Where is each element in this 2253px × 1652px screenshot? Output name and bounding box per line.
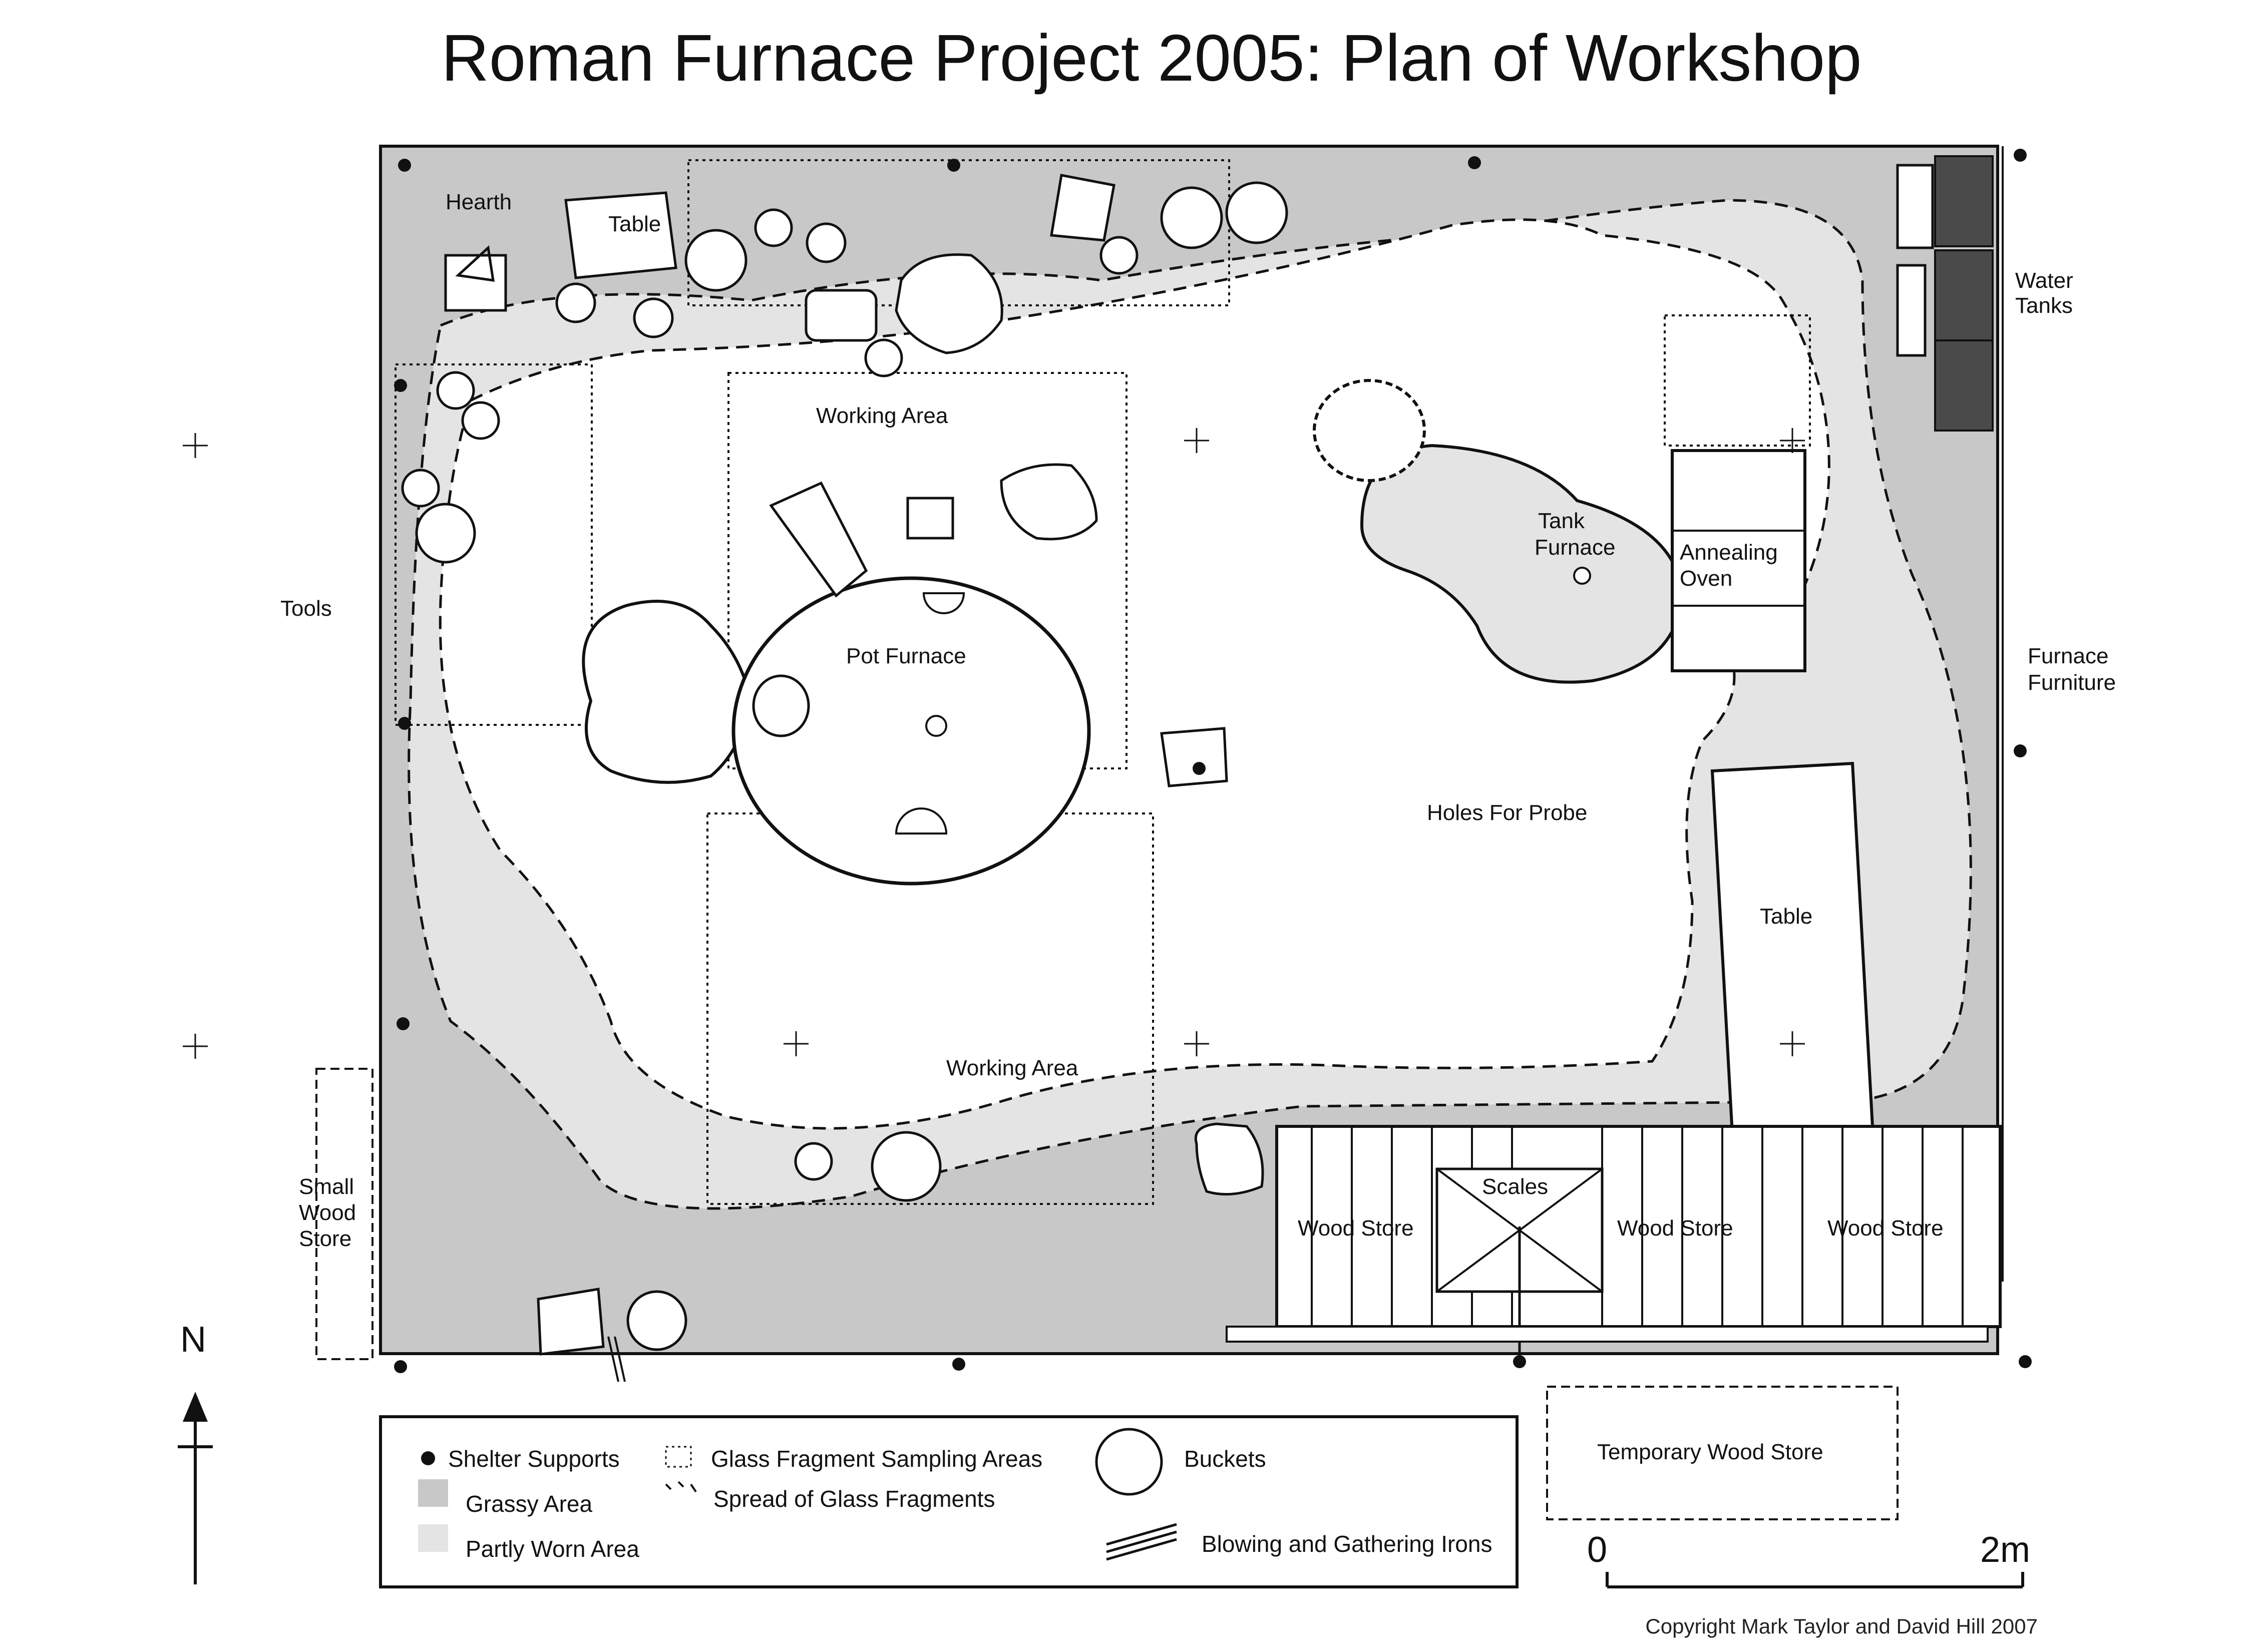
label-small-wood-store-3: Store xyxy=(299,1226,351,1251)
water-tanks xyxy=(1934,155,1994,432)
legend-buckets: Buckets xyxy=(1184,1446,1266,1472)
hearth-marker xyxy=(455,245,495,282)
label-table-right: Table xyxy=(1760,904,1812,929)
scale-bar: 0 2m xyxy=(1587,1530,2030,1588)
label-tools: Tools xyxy=(280,596,332,621)
label-wood-store-3: Wood Store xyxy=(1827,1216,1944,1241)
label-working-area-north: Working Area xyxy=(816,403,948,428)
label-water-tanks-2: Tanks xyxy=(2015,293,2073,318)
survey-crosses xyxy=(183,428,1805,1059)
label-tank-furnace-1: Tank xyxy=(1538,509,1585,533)
label-annealing-oven-2: Oven xyxy=(1680,566,1732,591)
table-right xyxy=(1710,761,1874,1136)
legend-partly-worn-area: Partly Worn Area xyxy=(466,1536,639,1562)
temporary-wood-store-outline xyxy=(1546,1386,1899,1520)
legend-irons: Blowing and Gathering Irons xyxy=(1202,1531,1492,1557)
annealing-oven xyxy=(1671,449,1806,672)
label-scales: Scales xyxy=(1482,1174,1548,1199)
label-wood-store-2: Wood Store xyxy=(1617,1216,1733,1241)
label-pot-furnace: Pot Furnace xyxy=(846,644,966,668)
label-working-area-south: Working Area xyxy=(946,1056,1078,1080)
tank-furnace xyxy=(1313,379,1684,684)
label-table-top: Table xyxy=(608,212,661,236)
scale-start: 0 xyxy=(1587,1530,1607,1570)
label-furnace-furniture-1: Furnace xyxy=(2028,644,2108,668)
small-wood-store-outline xyxy=(315,1068,373,1360)
bucket-group xyxy=(401,181,1288,1351)
label-holes-for-probe: Holes For Probe xyxy=(1427,800,1587,825)
table-top xyxy=(564,191,677,279)
legend-glass-sampling: Glass Fragment Sampling Areas xyxy=(711,1446,1042,1472)
label-wood-store-1: Wood Store xyxy=(1298,1216,1414,1241)
label-water-tanks-1: Water xyxy=(2015,268,2073,293)
hearth xyxy=(444,254,507,312)
legend-grassy-area: Grassy Area xyxy=(466,1491,593,1517)
pot-furnace xyxy=(582,576,1091,886)
label-small-wood-store-2: Wood xyxy=(299,1200,356,1225)
wood-store-area xyxy=(1226,1125,2002,1362)
label-annealing-oven-1: Annealing xyxy=(1680,540,1778,565)
misc-blocks xyxy=(537,164,1934,1356)
central-floor-area xyxy=(439,218,1830,1130)
shelter-supports xyxy=(394,149,2032,1373)
label-hearth: Hearth xyxy=(446,190,512,214)
legend-shelter-supports: Shelter Supports xyxy=(448,1446,620,1472)
label-temporary-wood-store: Temporary Wood Store xyxy=(1597,1440,1823,1464)
north-arrow: N xyxy=(178,1320,213,1584)
north-label: N xyxy=(180,1320,206,1360)
scale-end: 2m xyxy=(1980,1530,2030,1570)
label-furnace-furniture-2: Furniture xyxy=(2028,670,2116,695)
label-tank-furnace-2: Furnace xyxy=(1535,535,1615,560)
page-title: Roman Furnace Project 2005: Plan of Work… xyxy=(441,21,1862,95)
legend-glass-spread: Spread of Glass Fragments xyxy=(713,1486,995,1512)
copyright: Copyright Mark Taylor and David Hill 200… xyxy=(1645,1614,2038,1638)
legend: Shelter Supports Grassy Area Partly Worn… xyxy=(379,1415,1519,1588)
label-small-wood-store-1: Small xyxy=(299,1174,354,1199)
